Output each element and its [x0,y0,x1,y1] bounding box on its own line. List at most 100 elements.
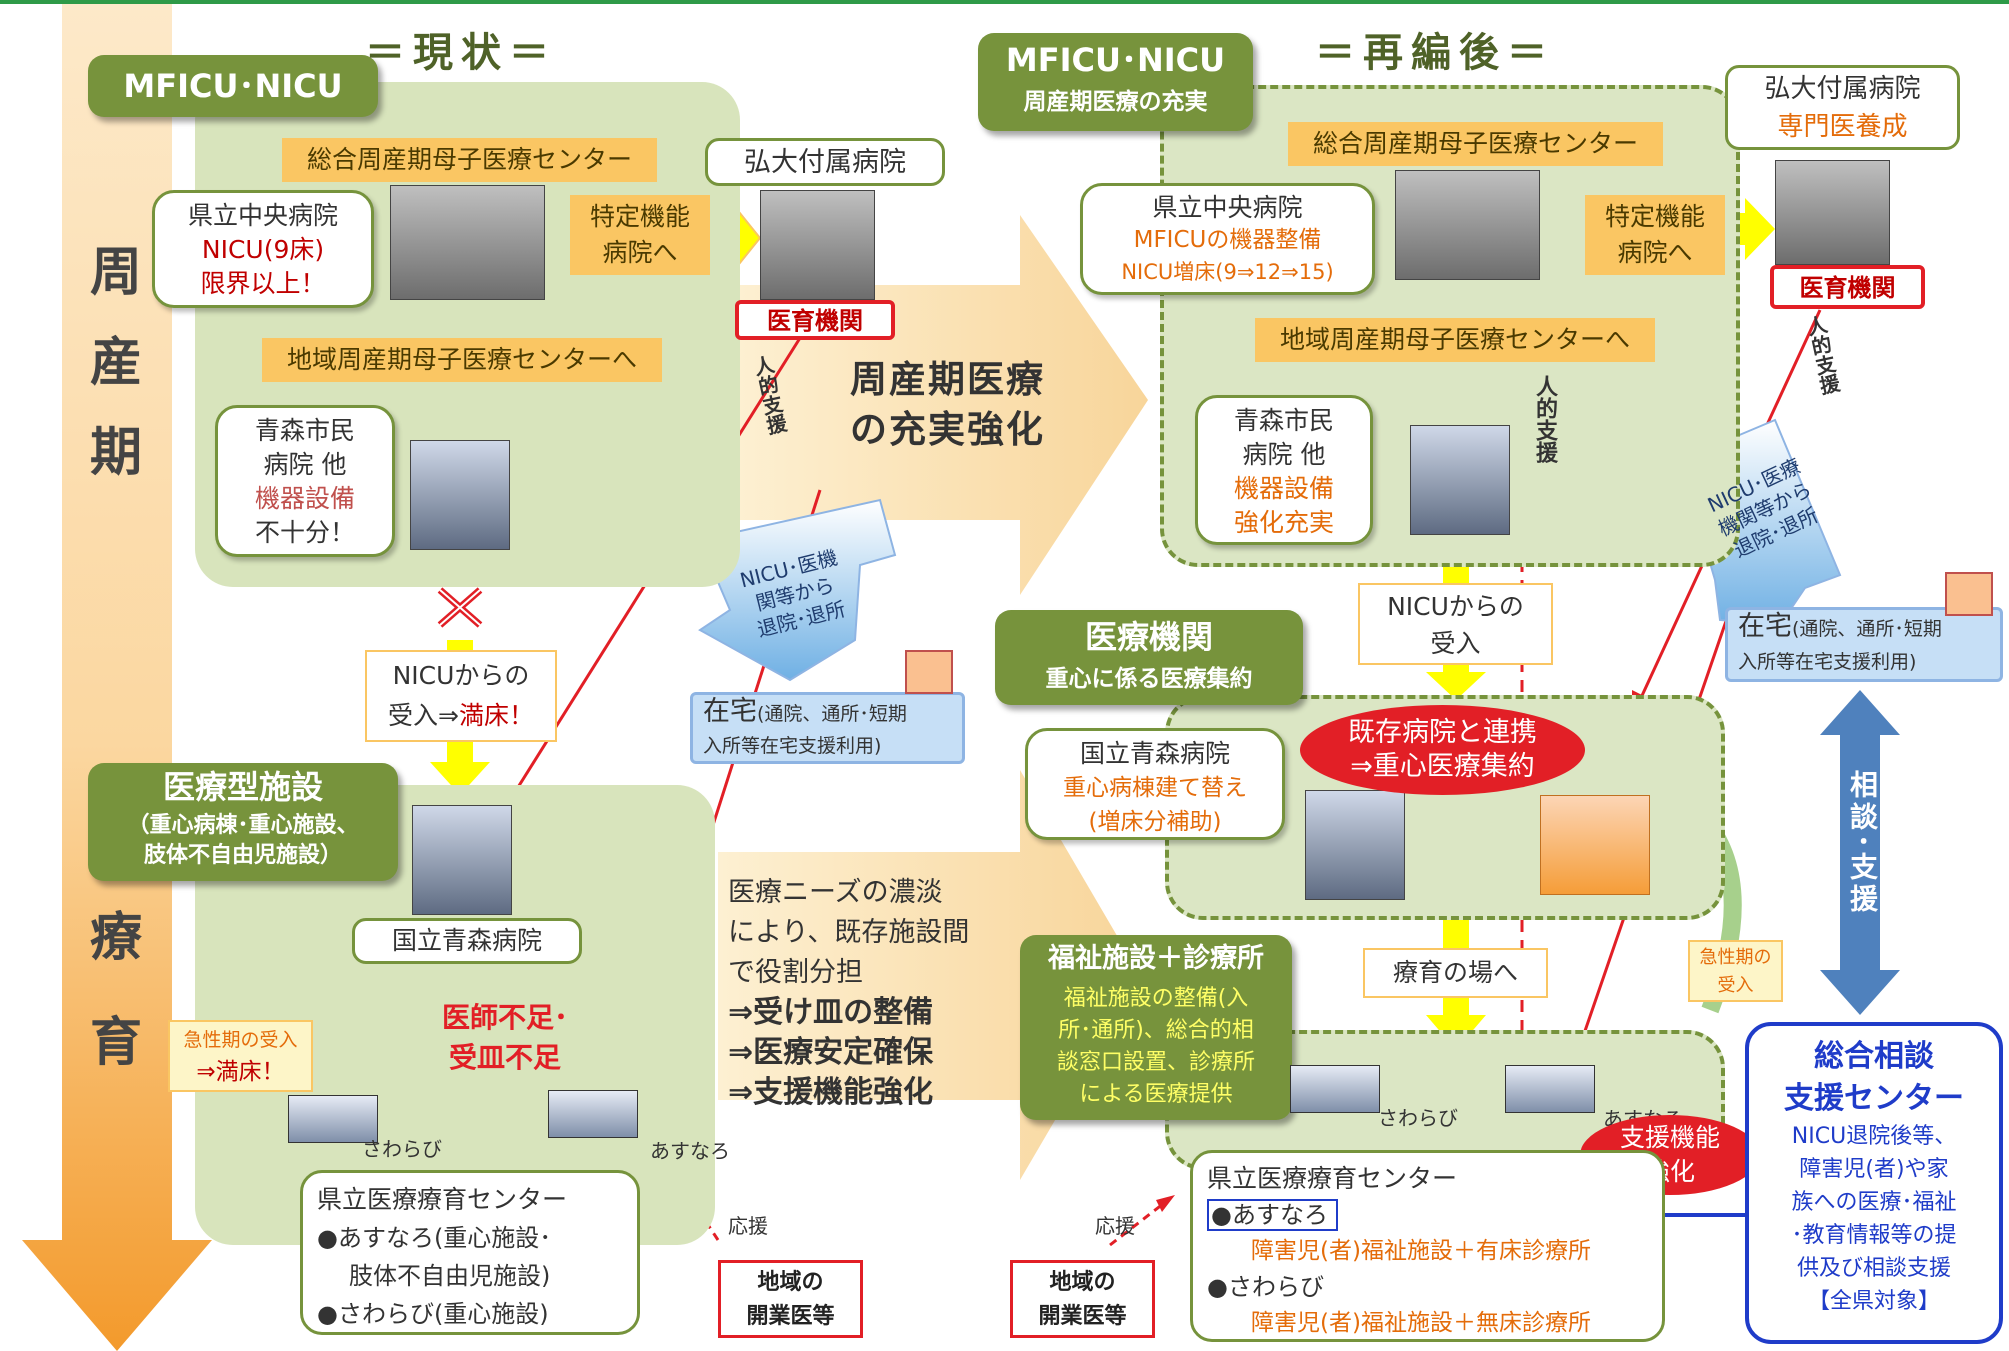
left-zaitaku-box: 在宅(通院、通所･短期 入所等在宅支援利用) [690,692,965,764]
right-heading: ＝再編後＝ [1315,30,1555,76]
right-kaigyoui: 地域の 開業医等 [1010,1260,1155,1338]
right-chuo-nicu: NICU増床(9⇒12⇒15) [1121,260,1334,284]
kyuseiki-line-1: 急性期の受入 [183,1029,298,1051]
right-kyuseiki-line-2: 受入 [1717,975,1754,996]
right-nicu-accept-line-2: 受入 [1430,629,1481,658]
aomori-hospital-icon [410,440,510,550]
fukushi-sub-3: 談窓口設置、診療所 [1056,1050,1255,1075]
right-sawarabi-icon [1290,1065,1380,1113]
perinatal-label-3: 期 [90,423,143,483]
nicu-accept-full: 満床！ [458,701,534,730]
center-line-3: ●さわらび(重心施設) [317,1300,549,1328]
right-ryoiku-ba: 療育の場へ [1363,948,1548,998]
right-aomori-line-1: 青森市民 [1233,406,1334,435]
right-center-sawarabi: ●さわらび [1207,1273,1324,1301]
right-chuo-hospital-icon [1395,170,1540,280]
kaigyoui-line-1: 地域の [757,1270,824,1295]
right-kokuritsu-sub-1: 重心病棟建て替え [1063,775,1247,801]
right-section-label: MFICU･NICU 周産期医療の充実 [978,33,1253,131]
left-ouen: 応援 [728,1214,768,1238]
tokutei-line-2: 病院へ [602,238,678,267]
arrow-bottom-line-3: で役割分担 [728,957,863,988]
left-kokuritsu: 国立青森病院 [352,918,582,964]
right-center-sawarabi-sub: 障害児(者)福祉施設＋無床診療所 [1251,1310,1591,1336]
right-chuo-mficu: MFICUの機器整備 [1133,227,1322,253]
aomori-line-4: 不十分！ [254,518,355,547]
aomori-line-2: 病院 他 [263,450,347,479]
sogo-body-3: 族への医療･福祉 [1791,1190,1957,1215]
right-asunaro-icon [1505,1065,1595,1113]
right-chuo-bubble: 県立中央病院 MFICUの機器整備 NICU増床(9⇒12⇒15) [1080,183,1375,295]
aomori-line-1: 青森市民 [254,416,355,445]
kokuritsu-hospital-icon [412,805,512,915]
right-section-sub: 周産期医療の充実 [1023,89,1208,115]
right-aomori-line-4: 強化充実 [1233,508,1334,537]
right-ikusei: 医育機関 [1770,265,1925,309]
right-zaitaku-sub-1: (通院、通所･短期 [1792,618,1942,640]
left-sawarabi-icon [288,1095,378,1143]
top-border-line [0,0,2009,4]
left-asunaro: あすなろ [650,1139,730,1163]
right-zaitaku-sub-2: 入所等在宅支援利用) [1738,651,1917,673]
right-soudan-arrow-label: 相談･支援 [1846,770,1879,917]
right-aomori-bubble: 青森市民 病院 他 機器設備 強化充実 [1195,395,1373,545]
left-tokutei: 特定機能 病院へ [570,195,710,275]
right-zaitaku-box: 在宅(通院、通所･短期 入所等在宅支援利用) [1725,607,2003,682]
right-aomori-line-2: 病院 他 [1242,440,1326,469]
chuo-name: 県立中央病院 [187,201,338,230]
right-chuo-name: 県立中央病院 [1152,193,1303,222]
shien-line-1: 支援機能 [1619,1123,1720,1152]
arrow-bottom-line-6: ⇒支援機能強化 [728,1075,934,1110]
right-kokuritsu-name: 国立青森病院 [1079,739,1230,768]
sogo-body-5: 供及び相談支援 [1796,1256,1951,1281]
right-kaigyoui-line-1: 地域の [1049,1270,1116,1295]
chuo-nicu: NICU(9床) [201,235,325,264]
burst-line-2: 受皿不足 [448,1041,561,1074]
zaitaku-sub-2: 入所等在宅支援利用) [703,735,882,757]
right-sawarabi: さわらび [1378,1106,1458,1130]
right-tokutei-line-1: 特定機能 [1604,202,1705,231]
zaitaku-sub-1: (通院、通所･短期 [757,703,907,725]
right-center-asunaro-sub: 障害児(者)福祉施設＋有床診療所 [1251,1238,1591,1264]
burst-line-1: 医師不足･ [441,1001,568,1034]
aomori-line-3: 機器設備 [254,484,355,513]
left-taiin-arrow-text: NICU･医機 関等から 退院･退所 [727,542,862,647]
right-sogo-box: 総合相談 支援センター NICU退院後等、 障害児(者)や家 族への医療･福祉 … [1745,1022,2003,1344]
iryokikan-title: 医療機関 [1084,618,1213,656]
ryoiku-label-1: 療 [90,908,143,968]
right-tokutei-line-2: 病院へ [1617,238,1693,267]
left-nicu-accept: NICUからの 受入⇒満床！ [365,650,557,742]
nicu-accept-line-2: 受入⇒満床！ [367,696,555,736]
right-center-asunaro: ●あすなろ [1207,1199,1338,1231]
middle-arrow-bottom-text: 医療ニーズの濃淡 により、既存施設間 で役割分担 ⇒受け皿の整備 ⇒医療安定確保… [728,873,1028,1113]
arrow-bottom-line-2: により、既存施設間 [728,917,970,948]
right-regional-center: 地域周産期母子医療センターへ [1255,318,1655,362]
sogo-body-6: 【全県対象】 [1807,1289,1940,1314]
right-section-title: MFICU･NICU [1005,41,1226,79]
right-hirodai-name: 弘大付属病院 [1764,74,1921,104]
right-kaigyoui-line-2: 開業医等 [1038,1304,1127,1329]
perinatal-label-2: 産 [90,333,143,393]
left-sawarabi: さわらび [362,1137,442,1161]
zaitaku-main: 在宅 [703,696,757,727]
right-kokuritsu-sub-2: (増床分補助) [1088,809,1222,835]
right-hirodai-hospital-icon [1775,160,1890,265]
fukushi-sub-2: 所･通所)、総合的相 [1058,1018,1254,1043]
left-burst-text: 医師不足･ 受皿不足 [400,998,610,1078]
arrow-top-line-2: の充実強化 [850,408,1045,451]
left-kaigyoui: 地域の 開業医等 [718,1260,863,1338]
right-center-title: 県立医療療育センター [1207,1164,1458,1193]
left-general-center: 総合周産期母子医療センター [282,138,657,182]
sogo-title-1: 総合相談 [1814,1039,1934,1074]
hirodai-hospital-icon [760,190,875,300]
right-facility-icon [1540,795,1650,895]
chuo-hospital-icon [390,185,545,300]
right-kyuseiki: 急性期の 受入 [1688,940,1783,1002]
fukushi-sub-1: 福祉施設の整備(入 [1063,986,1249,1011]
right-aomori-line-3: 機器設備 [1233,474,1334,503]
iryougata-sub-1: （重心病棟･重心施設、 [127,813,359,838]
left-house-icon [905,650,953,694]
fukushi-sub-4: による医療提供 [1079,1082,1233,1107]
left-section-label: MFICU･NICU [88,55,378,117]
left-ikusei: 医育機関 [735,300,895,340]
